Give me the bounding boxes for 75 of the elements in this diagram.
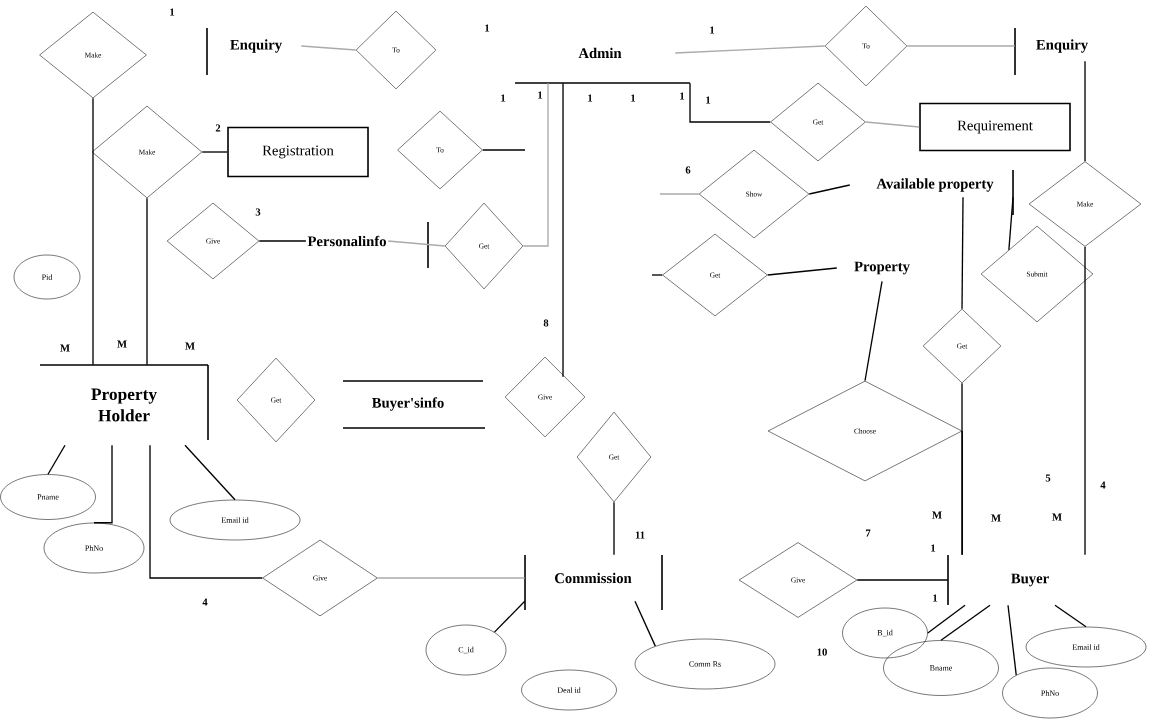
connector-line [387,240,446,247]
connector-line [201,151,228,153]
connector-line [940,604,991,641]
cardinality-label: 7 [865,529,871,537]
cardinality-label: 1 [680,92,685,100]
connector-line [659,193,700,195]
entity-label: Commission [524,554,663,611]
connector-line [562,82,564,378]
connector-line [92,97,94,366]
connector-line [808,184,851,195]
connector-line [1008,196,1014,251]
connector-line [146,197,148,366]
connector-line [149,444,263,579]
connector-line [1054,604,1087,628]
connector-line [864,280,883,382]
cardinality-label: 1 [710,26,715,34]
cardinality-label: 1 [931,544,936,552]
connector-line [767,267,838,276]
connector-line [300,45,357,51]
cardinality-label: 4 [202,598,208,606]
entity-box: Registration [227,126,369,178]
connector-line [482,149,526,151]
connector-line [634,600,656,647]
connector-line [689,82,771,123]
cardinality-label: 10 [817,648,827,656]
cardinality-label: 3 [255,208,261,216]
connector-line [961,430,963,556]
connector-line [258,240,307,242]
entity-box: Requirement [919,102,1071,152]
connector-line [927,604,966,634]
connector-line [674,45,826,54]
connector-line [93,444,113,524]
cardinality-label: 8 [543,319,549,327]
connector-line [493,600,526,633]
connector-line [651,274,663,276]
cardinality-label: 1 [588,94,593,102]
cardinality-label: 5 [1045,474,1051,482]
cardinality-label: 1 [485,24,490,32]
connector-line [961,196,964,310]
entity-label: Buyer'sinfo [342,380,486,429]
cardinality-label: 1 [501,94,506,102]
cardinality-label: 11 [635,531,645,539]
connector-line [961,382,963,556]
connector-line [906,45,1016,47]
connector-line [47,444,66,475]
connector-line [184,444,236,501]
entity-label: Enquiry [206,27,282,76]
entity-label: Enquiry [1014,27,1088,76]
cardinality-label: M [1052,513,1062,521]
connector-line [856,579,949,581]
cardinality-label: M [932,511,942,519]
connector-line [1084,246,1086,556]
entity-label: Admin [514,47,691,84]
cardinality-label: 1 [631,94,636,102]
cardinality-label: M [117,340,127,348]
entity-label: Buyer [947,554,1049,606]
cardinality-label: 1 [706,96,711,104]
entity-label: Available property [876,169,1014,216]
connector-line [377,577,526,579]
cardinality-label: M [991,514,1001,522]
cardinality-label: M [60,344,70,352]
cardinality-label: 1 [538,91,543,99]
cardinality-label: 1 [933,594,938,602]
connector-line [1007,604,1017,676]
cardinality-label: 2 [215,124,221,132]
entity-label: Property [854,261,910,275]
connector-line [522,82,549,247]
entity-label: Property Holder [39,364,209,441]
cardinality-label: 1 [170,8,175,16]
cardinality-label: 4 [1100,481,1106,489]
cardinality-label: M [185,342,195,350]
connector-line [865,121,920,128]
entity-label: Personalinfo [307,221,429,269]
connector-line [1084,60,1086,162]
connector-line [613,501,615,556]
